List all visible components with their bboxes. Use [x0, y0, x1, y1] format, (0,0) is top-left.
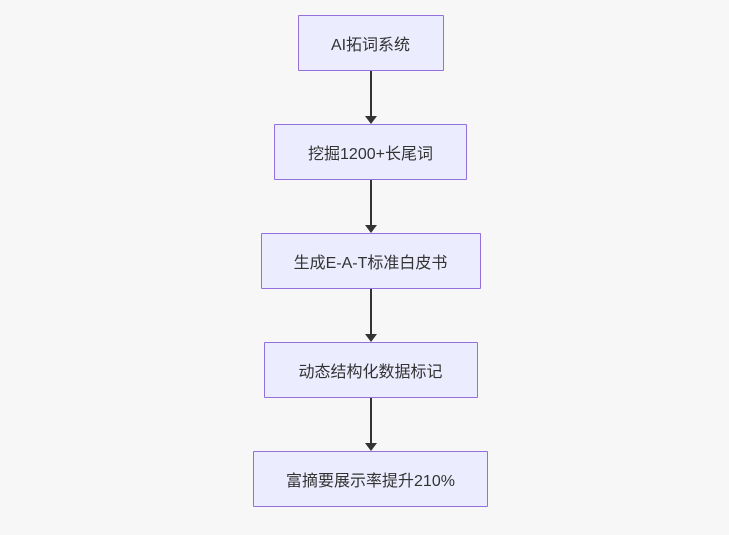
arrow-shaft [369, 71, 372, 117]
flow-node-label: 生成E-A-T标准白皮书 [293, 255, 448, 272]
flow-node-label: AI拓词系统 [330, 37, 411, 54]
arrow-head [364, 116, 377, 124]
flow-node-structured-data-markup: 动态结构化数据标记 [263, 342, 478, 398]
arrow-shaft [369, 398, 372, 444]
arrow-down-icon [364, 398, 377, 451]
arrow-down-icon [364, 71, 377, 124]
flow-node-ai-keyword-system: AI拓词系统 [297, 15, 444, 71]
arrow-head [364, 225, 377, 233]
flow-node-longtail-mining: 挖掘1200+长尾词 [274, 124, 467, 180]
flow-node-rich-snippet-uplift: 富摘要展示率提升210% [253, 451, 488, 507]
arrow-shaft [369, 289, 372, 335]
flowchart: AI拓词系统 挖掘1200+长尾词 生成E-A-T标准白皮书 动态结构化数据标记 [12, 15, 729, 507]
arrow-shaft [369, 180, 372, 226]
flow-node-label: 富摘要展示率提升210% [286, 473, 455, 490]
flow-node-eat-whitepaper: 生成E-A-T标准白皮书 [260, 233, 481, 289]
flow-node-label: 动态结构化数据标记 [298, 364, 443, 381]
flow-node-label: 挖掘1200+长尾词 [308, 146, 433, 163]
arrow-down-icon [364, 289, 377, 342]
arrow-head [364, 443, 377, 451]
arrow-down-icon [364, 180, 377, 233]
arrow-head [364, 334, 377, 342]
